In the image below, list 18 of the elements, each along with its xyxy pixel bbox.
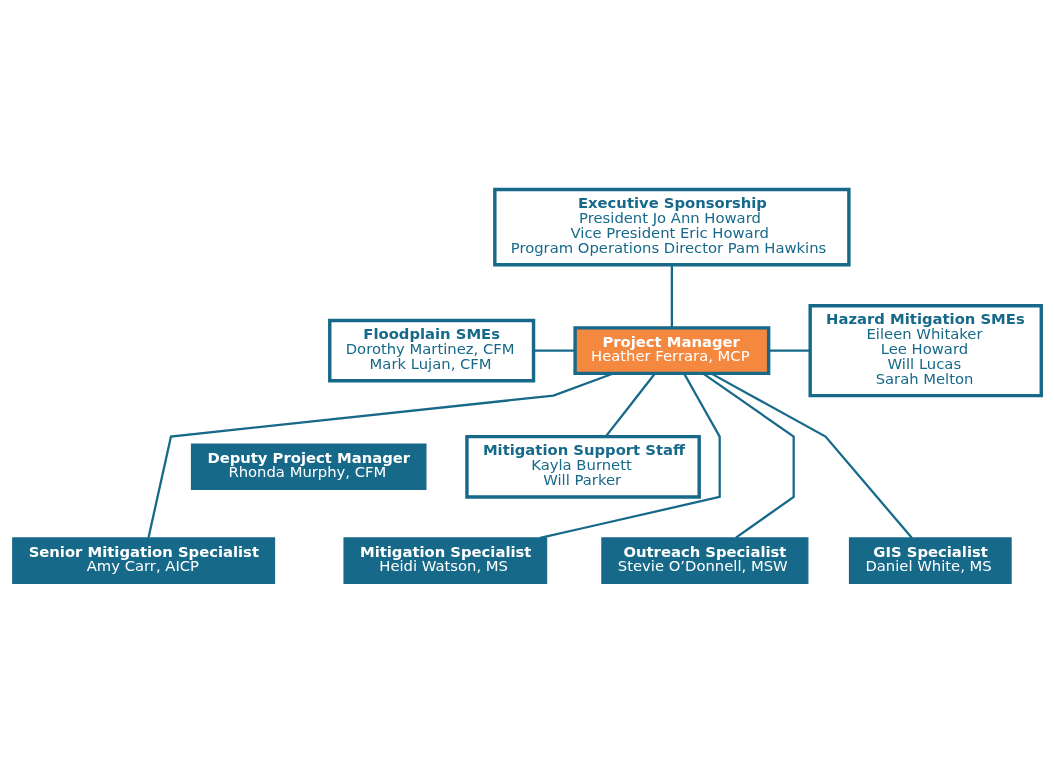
node-box: Outreach Specialist Stevie O’Donnell, MSW bbox=[601, 537, 809, 585]
node-box: Project Manager Heather Ferrara, MCP bbox=[573, 326, 771, 376]
node-box: Floodplain SMEs Dorothy Martinez, CFM Mark Lujan, CFM bbox=[328, 318, 536, 383]
node-box: Mitigation Support Staff Kayla Burnett Will Parker bbox=[465, 434, 701, 499]
node-box: Executive Sponsorship President Jo Ann Howard Vice President Eric Howard Program Operations Director Pam Hawkins bbox=[493, 187, 851, 267]
node-box: Senior Mitigation Specialist Amy Carr, AICP bbox=[12, 537, 276, 585]
node-box: Deputy Project Manager Rhonda Murphy, CFM bbox=[190, 443, 427, 491]
connector bbox=[702, 372, 795, 539]
connector bbox=[604, 373, 656, 438]
node-box: Hazard Mitigation SMEs Eileen Whitaker Lee Howard Will Lucas Sarah Melton bbox=[808, 303, 1043, 398]
connector bbox=[533, 349, 575, 352]
connector bbox=[147, 372, 614, 539]
connector bbox=[539, 373, 721, 540]
connector bbox=[710, 372, 913, 539]
node-box: GIS Specialist Daniel White, MS bbox=[848, 537, 1012, 585]
connector bbox=[670, 264, 673, 328]
node-box: Mitigation Specialist Heidi Watson, MS bbox=[343, 537, 548, 585]
connector bbox=[768, 349, 810, 352]
